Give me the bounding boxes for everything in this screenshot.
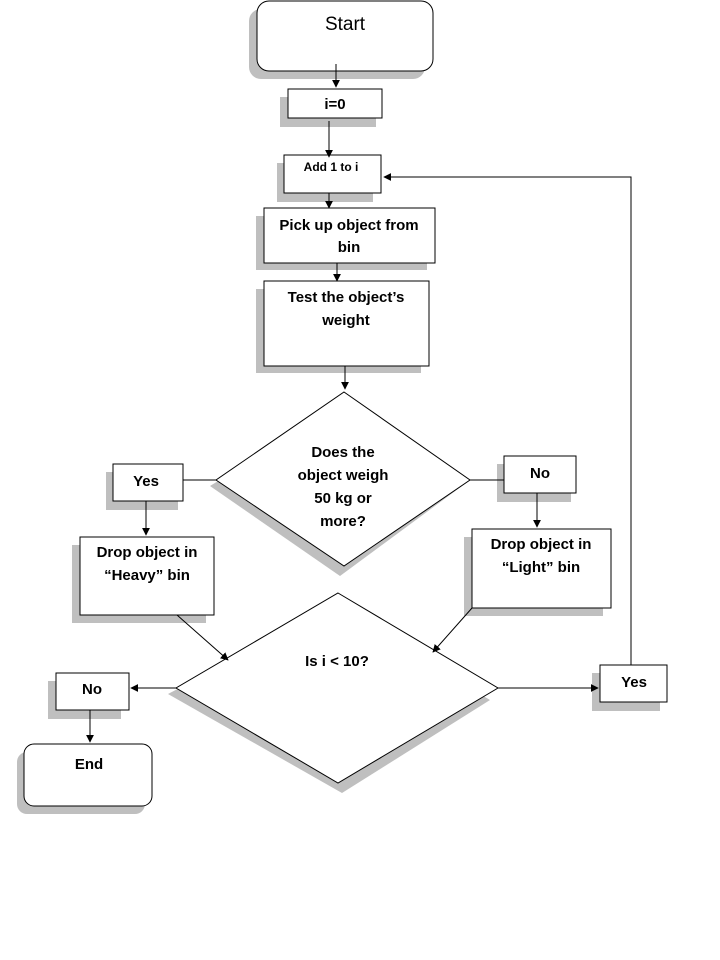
loop-yes-node: Yes xyxy=(592,664,668,711)
increment-node: Add 1 to i xyxy=(277,154,382,202)
heavy-label-line1: Drop object in xyxy=(97,544,198,561)
decision-loop-label: Is i < 10? xyxy=(305,653,369,670)
end-node: End xyxy=(17,743,153,814)
loop-no-node: No xyxy=(48,672,130,719)
test-label-line1: Test the object’s xyxy=(288,289,405,306)
test-node: Test the object’s weight xyxy=(256,280,430,373)
decision-weight-line1: Does the xyxy=(311,444,374,461)
loop-yes-label: Yes xyxy=(621,674,647,691)
heavy-node: Drop object in “Heavy” bin xyxy=(72,536,215,623)
start-label: Start xyxy=(325,14,366,35)
light-label-line1: Drop object in xyxy=(491,536,592,553)
init-node: i=0 xyxy=(280,88,383,127)
weight-yes-node: Yes xyxy=(106,463,184,510)
decision-weight-line3: 50 kg or xyxy=(314,490,372,507)
test-label-line2: weight xyxy=(321,312,370,329)
decision-weight-node: Does the object weigh 50 kg or more? xyxy=(210,391,471,576)
pick-node: Pick up object from bin xyxy=(256,207,436,270)
loop-no-label: No xyxy=(82,681,102,698)
decision-weight-line2: object weigh xyxy=(298,467,389,484)
increment-label: Add 1 to i xyxy=(304,160,359,174)
pick-label-line2: bin xyxy=(338,239,361,256)
heavy-label-line2: “Heavy” bin xyxy=(104,567,190,584)
decision-weight-line4: more? xyxy=(320,513,366,530)
weight-no-label: No xyxy=(530,465,550,482)
light-node: Drop object in “Light” bin xyxy=(464,528,612,616)
decision-loop-node: Is i < 10? xyxy=(168,592,499,793)
weight-no-node: No xyxy=(497,455,577,502)
weight-yes-label: Yes xyxy=(133,473,159,490)
edge-yes-loop-back xyxy=(383,173,632,665)
light-label-line2: “Light” bin xyxy=(502,559,580,576)
start-node: Start xyxy=(249,0,434,79)
edge-heavy-to-loop xyxy=(176,614,229,661)
edge-light-to-loop xyxy=(432,607,473,653)
end-label: End xyxy=(75,756,103,773)
init-label: i=0 xyxy=(324,96,345,113)
pick-label-line1: Pick up object from xyxy=(279,217,418,234)
